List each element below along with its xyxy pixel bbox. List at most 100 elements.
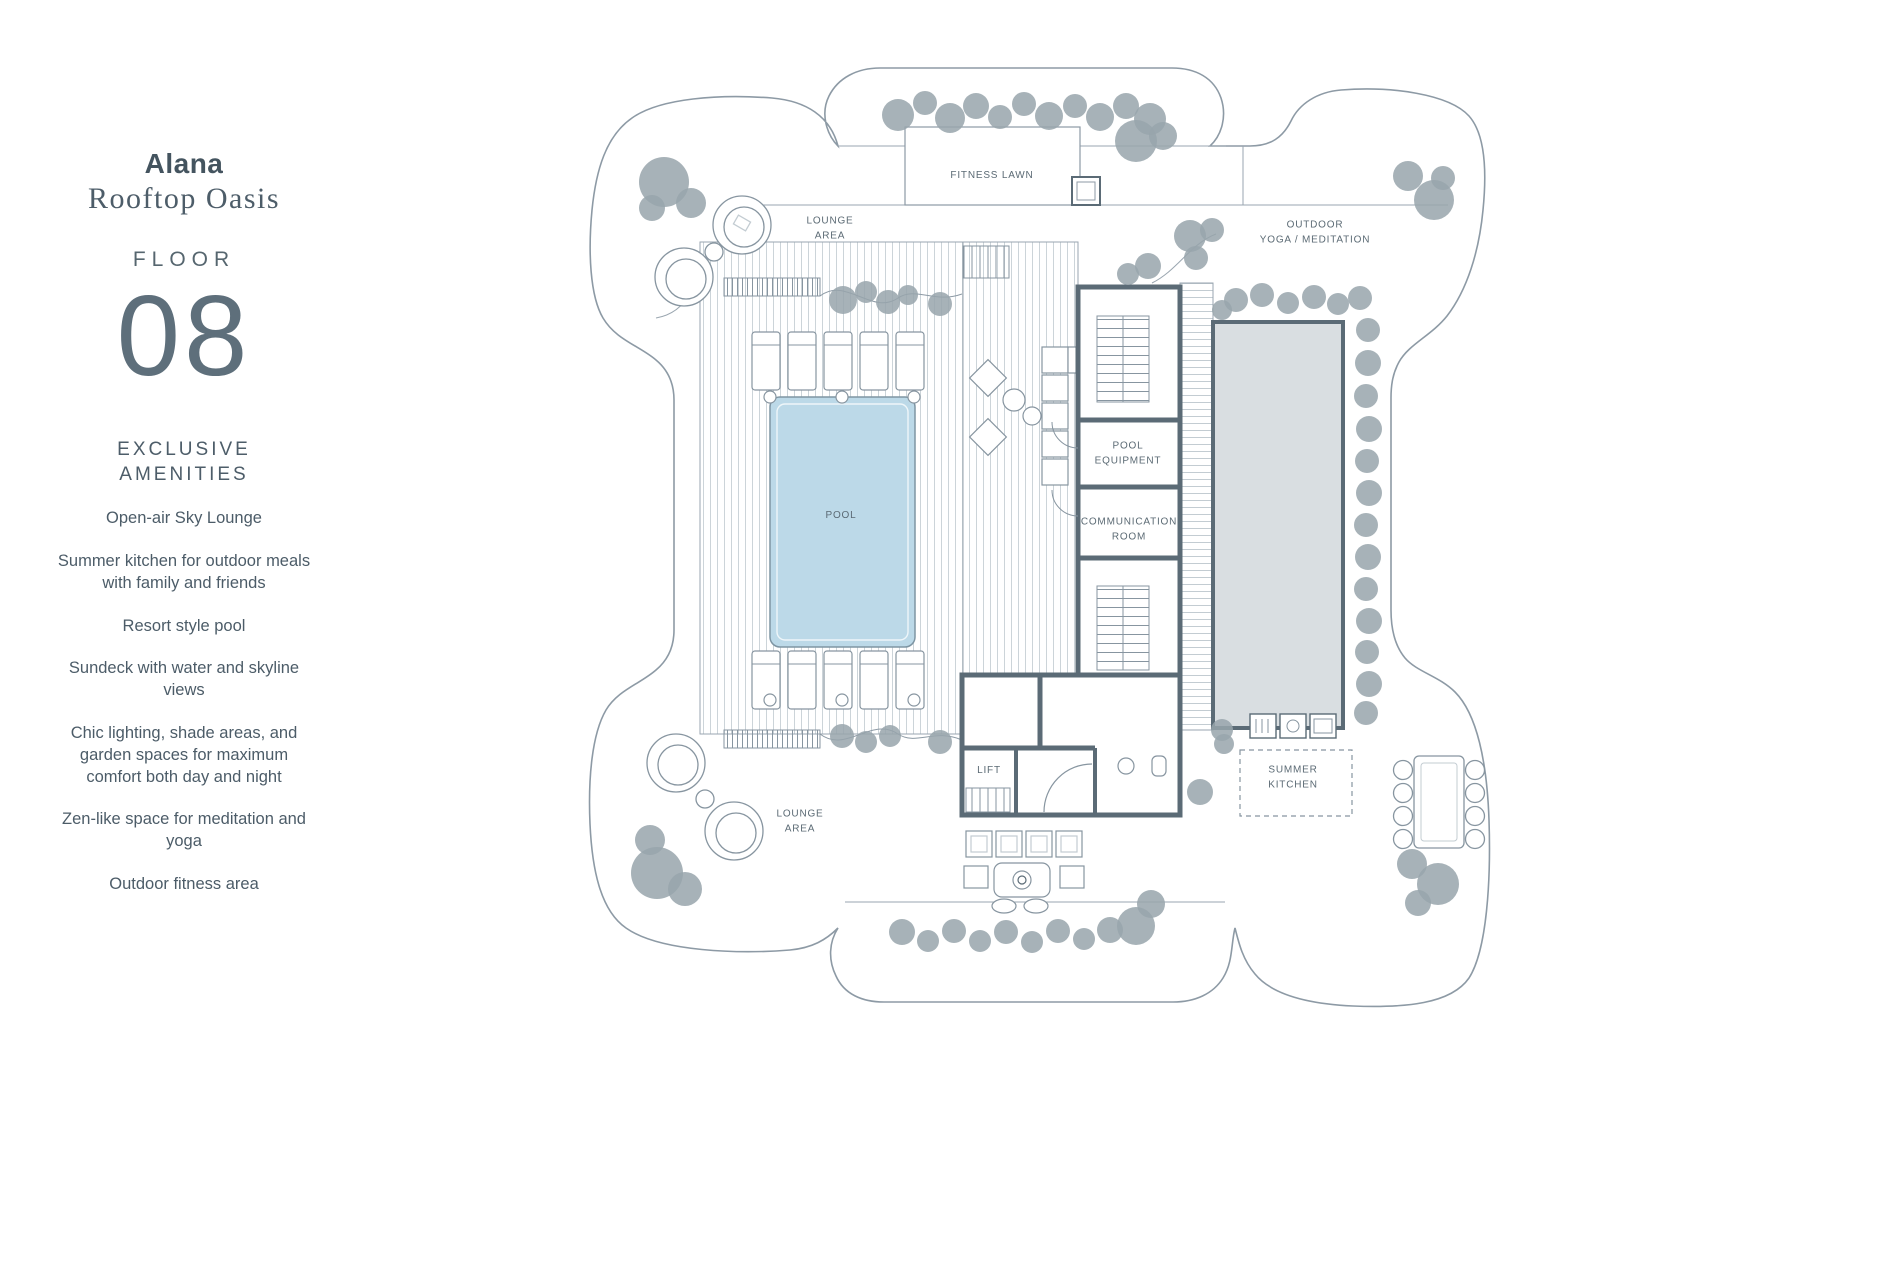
tree-icon <box>1397 849 1427 879</box>
seating-group <box>968 346 1095 486</box>
tree-icon <box>1348 286 1372 310</box>
tree-icon <box>1021 931 1043 953</box>
sun-lounger <box>895 331 925 391</box>
hedge-bottom <box>723 729 821 749</box>
door-swing <box>1051 421 1079 449</box>
tree-icon <box>1356 416 1382 442</box>
label-lounge-area-top: LOUNGE AREA <box>806 215 854 242</box>
sofa-module <box>1041 430 1069 458</box>
label-lift: LIFT <box>977 764 1001 776</box>
tree-icon <box>963 93 989 119</box>
tree-icon <box>1354 701 1378 725</box>
dining-chair-icon <box>1464 805 1486 827</box>
tree-icon <box>898 285 918 305</box>
tree-icon <box>1187 779 1213 805</box>
tree-icon <box>1393 161 1423 191</box>
amenities-title: EXCLUSIVE AMENITIES <box>56 438 312 487</box>
sofa-module <box>1041 346 1069 374</box>
sofa-module <box>1041 374 1069 402</box>
tree-icon <box>1431 166 1455 190</box>
floor-number: 08 <box>116 273 252 400</box>
chair-icon <box>968 417 1008 457</box>
tree-icon <box>1184 246 1208 270</box>
tree-icon <box>876 290 900 314</box>
tree-icon <box>935 103 965 133</box>
tree-icon <box>1086 103 1114 131</box>
side-table-icon <box>763 693 777 707</box>
label-communication-room: COMMUNICATION ROOM <box>1080 516 1178 543</box>
tree-icon <box>889 919 915 945</box>
tree-icon <box>942 919 966 943</box>
sun-lounger <box>859 331 889 391</box>
fitness-lawn-area <box>904 126 1101 206</box>
tree-icon <box>1277 292 1299 314</box>
label-pool: POOL <box>825 509 857 521</box>
tree-icon <box>639 195 665 221</box>
tree-icon <box>1149 122 1177 150</box>
tree-icon <box>1354 513 1378 537</box>
sofa-module <box>1041 458 1069 486</box>
dining-chair-icon <box>1392 759 1414 781</box>
tree-icon <box>1012 92 1036 116</box>
brand-title: Alana <box>144 148 224 179</box>
tree-icon <box>639 157 689 207</box>
dining-chair-icon <box>1392 782 1414 804</box>
dining-chair-icon <box>1392 805 1414 827</box>
amenity-item: Resort style pool <box>122 616 246 635</box>
yoga-deck <box>1211 320 1345 730</box>
floor-label: FLOOR <box>132 248 236 271</box>
tree-icon <box>1355 640 1379 664</box>
tree-icon <box>1354 384 1378 408</box>
hedge-top <box>723 277 821 297</box>
dining-chair-icon <box>1464 782 1486 804</box>
door-swing <box>1043 763 1093 813</box>
toilet-icon <box>1151 755 1167 777</box>
dining-chair-icon <box>1392 828 1414 850</box>
sun-lounger <box>751 331 781 391</box>
amenities-title-line1: EXCLUSIVE <box>117 439 251 460</box>
tree-icon <box>1250 283 1274 307</box>
side-table-icon <box>763 390 777 404</box>
sun-lounger <box>823 331 853 391</box>
label-lounge-area-bottom: LOUNGE AREA <box>776 808 824 835</box>
tree-icon <box>882 99 914 131</box>
amenity-item: Chic lighting, shade areas, and garden s… <box>70 723 298 786</box>
tree-icon <box>1327 293 1349 315</box>
tree-icon <box>1405 890 1431 916</box>
info-panel: Alana Rooftop Oasis FLOOR 08 EXCLUSIVE A… <box>56 148 312 896</box>
tree-icon <box>928 730 952 754</box>
tree-icon <box>1113 93 1139 119</box>
side-table-icon <box>907 390 921 404</box>
amenity-item: Zen-like space for meditation and yoga <box>62 810 306 851</box>
summer-kitchen-area <box>1239 713 1353 817</box>
tree-icon <box>1200 218 1224 242</box>
round-table-icon <box>1022 406 1042 426</box>
tree-icon <box>1356 671 1382 697</box>
tree-icon <box>1137 890 1165 918</box>
sun-lounger <box>859 650 889 710</box>
sun-loungers <box>751 331 925 710</box>
chair-icon <box>968 358 1008 398</box>
side-table-icon <box>835 390 849 404</box>
dining-chairs <box>1392 759 1486 850</box>
summer-kitchen-boundary <box>1239 749 1353 817</box>
tree-icon <box>1414 180 1454 220</box>
tree-icon <box>928 292 952 316</box>
label-outdoor-yoga: OUTDOOR YOGA / MEDITATION <box>1259 219 1371 246</box>
tree-icon <box>1212 300 1232 320</box>
amenity-item: Summer kitchen for outdoor meals with fa… <box>57 552 311 592</box>
amenity-item: Open-air Sky Lounge <box>106 509 262 528</box>
round-table-icon <box>1002 388 1026 412</box>
service-core-upper <box>1051 284 1183 683</box>
amenities-title-line2: AMENITIES <box>119 463 249 485</box>
tree-icon <box>676 188 706 218</box>
side-table-icon <box>835 693 849 707</box>
pool-area <box>769 396 916 648</box>
walkway-strip <box>1179 282 1214 731</box>
tree-icon <box>1046 919 1070 943</box>
tree-icon <box>1355 449 1379 473</box>
tree-icon <box>829 286 857 314</box>
amenity-item: Sundeck with water and skyline views <box>68 659 300 700</box>
